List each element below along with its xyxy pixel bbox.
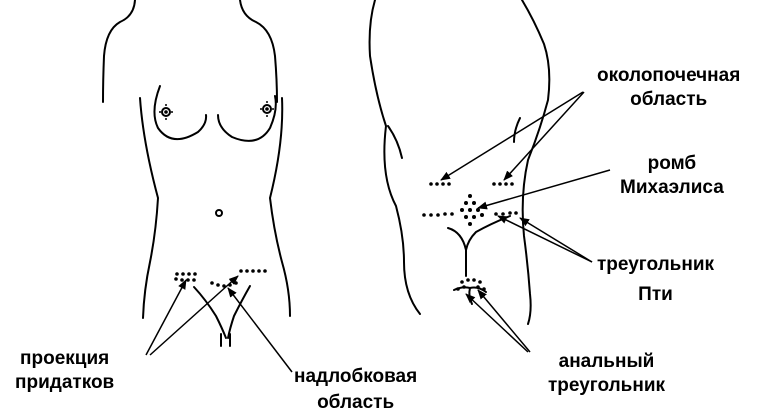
back-sacral-lines [448,216,510,276]
label-michaelis-rhomb: ромб Михаэлиса [620,152,724,200]
front-navel [216,210,222,216]
anatomy-figure [0,0,767,407]
back-right-outline [522,0,549,324]
adnexa-projection-dots [174,269,267,282]
front-right-neck-shoulder [240,0,277,102]
back-left-arm-line [388,126,402,158]
label-anal-triangle: анальный треугольник [548,350,665,398]
leader-arrows [146,92,610,372]
arrow-umbilical-left [441,92,583,180]
front-nipple-dots [159,101,274,120]
arrow-umbilical-right [504,92,584,180]
arrow-anal-left [466,294,528,352]
pti-triangle-dots [422,211,518,217]
back-torso [370,0,550,324]
back-left-outline [370,0,420,314]
label-adnexa-projection: проекция придатков [15,347,114,395]
arrow-pti-left [498,216,592,262]
umbilical-dots [429,182,514,186]
label-pti-triangle: треугольник Пти [597,250,714,310]
arrow-michaelis [478,170,610,208]
front-left-groin [194,287,226,338]
label-suprapubic-region: надлобковая область [294,364,417,416]
michaelis-rhomb-dots [460,194,484,226]
label-umbilical-region: околопочечная область [597,64,740,112]
front-left-side [140,98,158,318]
front-right-side [270,98,290,316]
arrow-suprapubic [228,288,292,372]
arrow-pti-right [520,218,592,262]
arrow-anal-right [478,290,530,352]
suprapubic-dots [210,281,238,288]
arrow-adnexa-left [146,280,186,355]
back-right-arm-line [514,118,520,142]
front-torso [103,0,290,346]
front-left-neck-shoulder [103,0,135,102]
